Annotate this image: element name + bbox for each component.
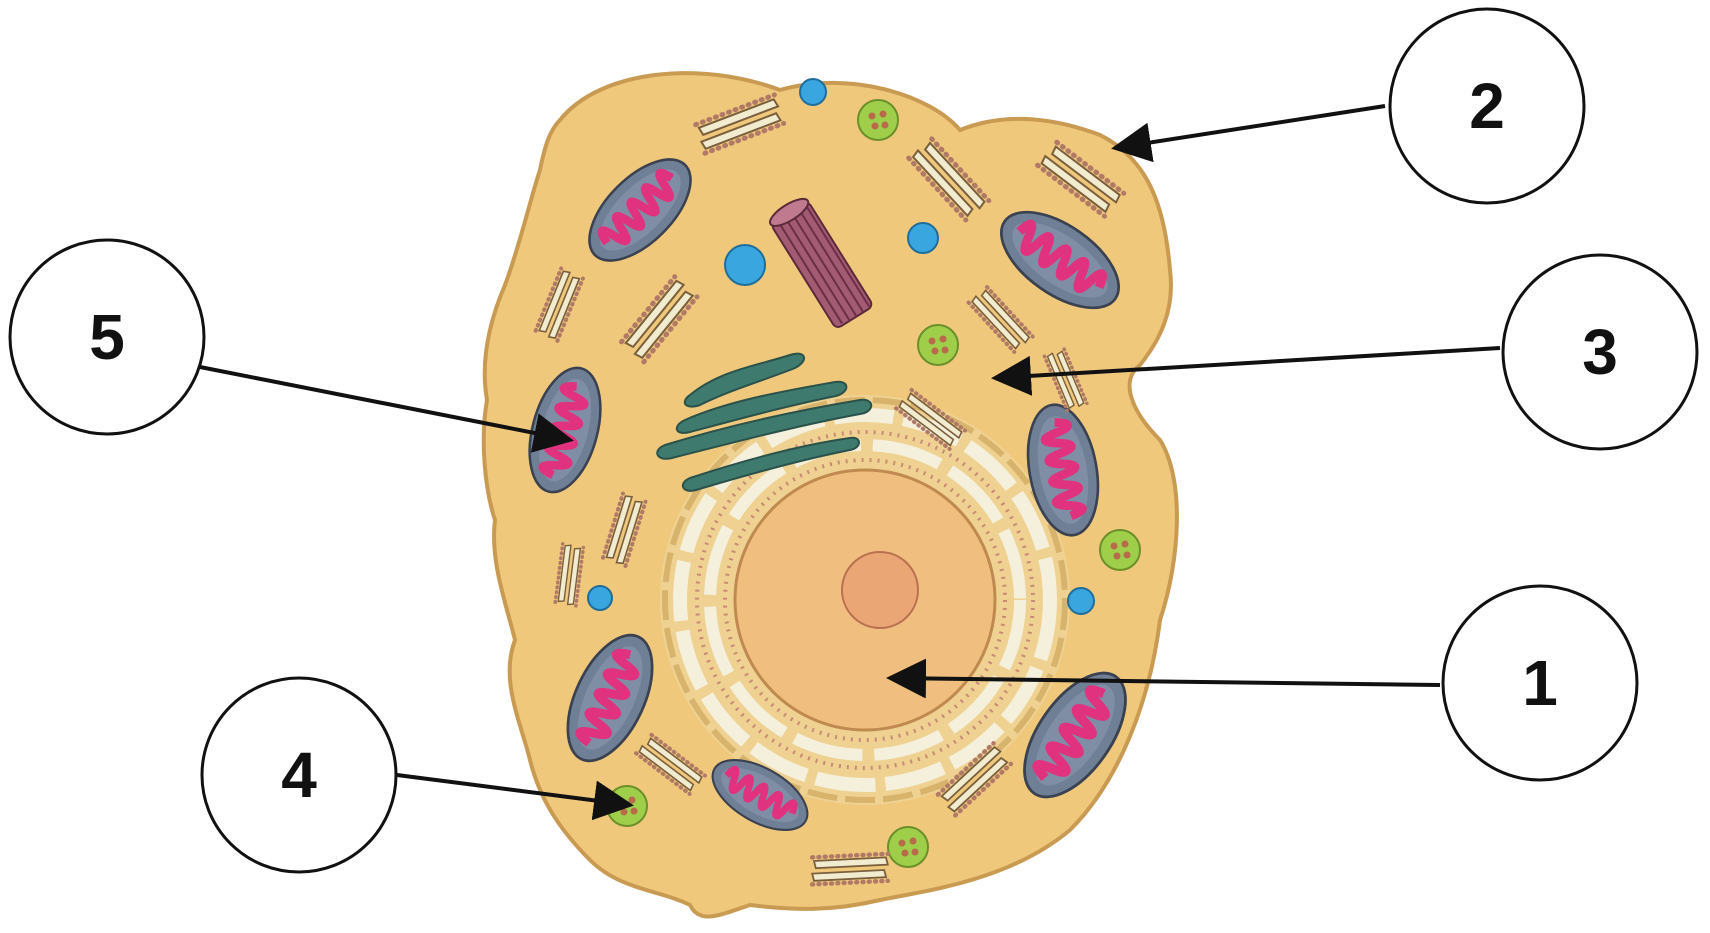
lysosome (1100, 530, 1140, 570)
callout-5-number: 5 (89, 301, 125, 373)
callout-1: 1 (1443, 586, 1637, 780)
nucleolus (842, 552, 918, 628)
lysosome (858, 100, 898, 140)
nucleus-group (660, 395, 1070, 805)
callout-5: 5 (10, 240, 204, 434)
cell (484, 73, 1177, 916)
lysosome (918, 325, 958, 365)
callout-4-number: 4 (281, 739, 317, 811)
arrow-2 (1115, 106, 1385, 148)
callout-4: 4 (202, 678, 396, 872)
callout-2: 2 (1390, 9, 1584, 203)
callout-2-number: 2 (1469, 70, 1505, 142)
callout-3-number: 3 (1582, 316, 1618, 388)
callout-1-number: 1 (1522, 647, 1558, 719)
lysosome (888, 827, 928, 867)
callout-3: 3 (1503, 255, 1697, 449)
